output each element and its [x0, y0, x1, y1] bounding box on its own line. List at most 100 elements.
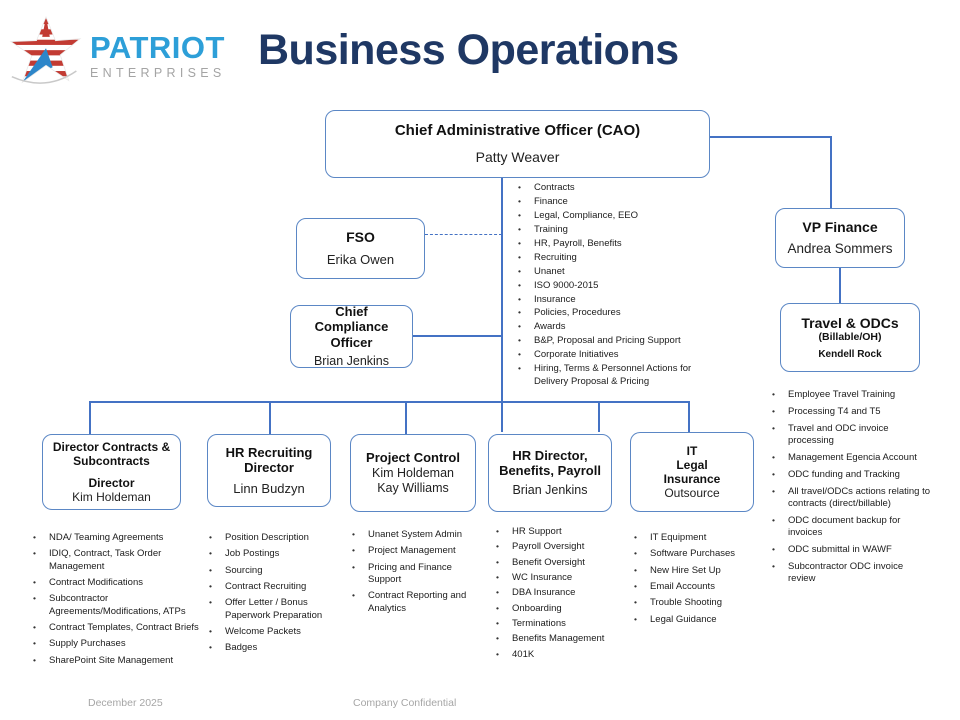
bullet-icon: • [518, 209, 521, 220]
bullet-text: Payroll Oversight [512, 541, 585, 553]
bullet-item: • Contract Recruiting [207, 581, 345, 593]
bullet-text: Contract Recruiting [225, 581, 307, 593]
bullet-icon: • [518, 321, 521, 332]
bullet-item: •Payroll Oversight [494, 541, 632, 553]
bullet-icon: • [772, 468, 775, 479]
bullet-text: Supply Purchases [49, 638, 126, 650]
bullet-item: •Sourcing [207, 565, 345, 577]
bullet-icon: • [518, 251, 521, 262]
bullet-item: •ODC submittal in WAWF [770, 544, 933, 556]
connector-fso-dashed [425, 234, 502, 235]
bullet-icon: • [634, 564, 637, 575]
bullet-item: •Contract Reporting and Analytics [350, 590, 478, 615]
bullet-item: •Training [516, 224, 714, 236]
bullet-text: Benefit Oversight [512, 556, 585, 568]
it-line4: Outsource [664, 486, 720, 501]
bullet-icon: • [496, 602, 499, 613]
org-box-cco: Chief Compliance Officer Brian Jenkins [290, 304, 413, 368]
bullet-text: B&P, Proposal and Pricing Support [534, 335, 681, 347]
bullet-item: •Badges [207, 642, 345, 654]
bullet-icon: • [772, 560, 775, 571]
bullet-text: IT Equipment [650, 532, 707, 543]
bullet-icon: • [209, 532, 212, 542]
connector-drop-it [688, 401, 690, 433]
bullet-icon: • [496, 648, 499, 659]
logo-name: PATRIOT [90, 29, 225, 65]
bullet-text: Recruiting [534, 251, 577, 263]
bullet-icon: • [352, 529, 355, 539]
bullet-text: Training [534, 223, 568, 235]
bullet-item: •Benefit Oversight [494, 557, 632, 569]
bullet-item: •HR, Payroll, Benefits [516, 238, 714, 250]
bullet-text: Contracts [534, 182, 575, 193]
bullet-item: •ODC document backup for invoices [770, 515, 933, 540]
bullet-icon: • [518, 349, 521, 360]
bullet-text: Terminations [512, 618, 566, 630]
logo-subname: ENTERPRISES [90, 65, 226, 80]
hr-recruiting-name: Linn Budzyn [233, 480, 305, 496]
hr-director-duties-list: •HR Support•Payroll Oversight•Benefit Ov… [494, 526, 632, 664]
bullet-text: Policies, Procedures [534, 307, 621, 319]
bullet-icon: • [772, 422, 775, 433]
travel-odcs-subtitle: (Billable/OH) [818, 331, 882, 344]
contracts-role: Director [88, 475, 135, 490]
bullet-text: Unanet System Admin [368, 529, 462, 540]
bullet-text: ISO 9000-2015 [534, 279, 599, 291]
bullet-item: •Offer Letter / Bonus Paperwork Preparat… [207, 597, 345, 622]
bullet-text: Project Management [368, 545, 456, 557]
bullet-text: Welcome Packets [225, 626, 301, 638]
bullet-text: Onboarding [512, 602, 562, 614]
it-line1: IT [686, 443, 698, 458]
bullet-icon: • [352, 545, 355, 556]
bullet-item: •All travel/ODCs actions relating to con… [770, 486, 933, 511]
org-box-project-control: Project Control Kim Holdeman Kay William… [350, 434, 476, 512]
travel-odcs-title: Travel & ODCs [801, 314, 899, 331]
bullet-item: •Contract Modifications [31, 577, 217, 589]
connector-cco [413, 335, 502, 337]
bullet-item: • Recruiting [516, 252, 714, 264]
org-box-hr-director: HR Director, Benefits, Payroll Brian Jen… [488, 434, 612, 512]
fso-name: Erika Owen [326, 252, 395, 268]
bullet-item: •NDA/ Teaming Agreements [31, 532, 217, 544]
bullet-item: • Travel and ODC invoice processing [770, 423, 933, 448]
bullet-item: • Management Egencia Account [770, 452, 933, 464]
bullet-text: WC Insurance [512, 572, 573, 584]
connector-cao-vp-horizontal [710, 136, 831, 138]
bullet-text: Email Accounts [650, 581, 715, 593]
org-box-hr-recruiting: HR Recruiting Director Linn Budzyn [207, 434, 331, 507]
bullet-item: •Employee Travel Training [770, 389, 933, 401]
hr-director-title: HR Director, Benefits, Payroll [499, 447, 601, 478]
bullet-text: Subcontractor Agreements/Modifications, … [49, 593, 186, 617]
org-box-vp-finance: VP Finance Andrea Sommers [775, 208, 905, 268]
bullet-item: •HR Support [494, 526, 632, 538]
vp-finance-name: Andrea Sommers [787, 241, 893, 257]
it-line3: Insurance [663, 471, 721, 486]
bullet-icon: • [634, 581, 637, 592]
bullet-text: ODC document backup for invoices [788, 514, 901, 539]
bullet-text: Travel and ODC invoice processing [788, 422, 889, 447]
hr-director-name: Brian Jenkins [512, 483, 588, 498]
bullet-text: Corporate Initiatives [534, 349, 619, 361]
bullet-item: •Subcontractor ODC invoice review [770, 561, 933, 586]
bullet-text: Management Egencia Account [788, 451, 917, 463]
bullet-text: Contract Templates, Contract Briefs [49, 622, 199, 634]
bullet-icon: • [33, 548, 36, 559]
bullet-icon: • [209, 581, 212, 592]
bullet-icon: • [772, 389, 775, 399]
bullet-icon: • [496, 526, 499, 536]
bullet-icon: • [772, 451, 775, 462]
bullet-icon: • [209, 626, 212, 637]
bullet-icon: • [33, 638, 36, 649]
bullet-text: Offer Letter / Bonus Paperwork Preparati… [225, 597, 323, 621]
bullet-item: •Software Purchases [632, 548, 765, 560]
bullet-item: • Contract Templates, Contract Briefs [31, 622, 217, 634]
bullet-item: • WC Insurance [494, 572, 632, 584]
bullet-icon: • [518, 279, 521, 290]
org-box-travel-odcs: Travel & ODCs (Billable/OH) Kendell Rock [780, 303, 920, 372]
bullet-icon: • [209, 564, 212, 575]
bullet-text: Software Purchases [650, 548, 736, 560]
bullet-icon: • [496, 572, 499, 583]
bullet-item: •Subcontractor Agreements/Modifications,… [31, 593, 217, 618]
bullet-item: • Welcome Packets [207, 626, 345, 638]
